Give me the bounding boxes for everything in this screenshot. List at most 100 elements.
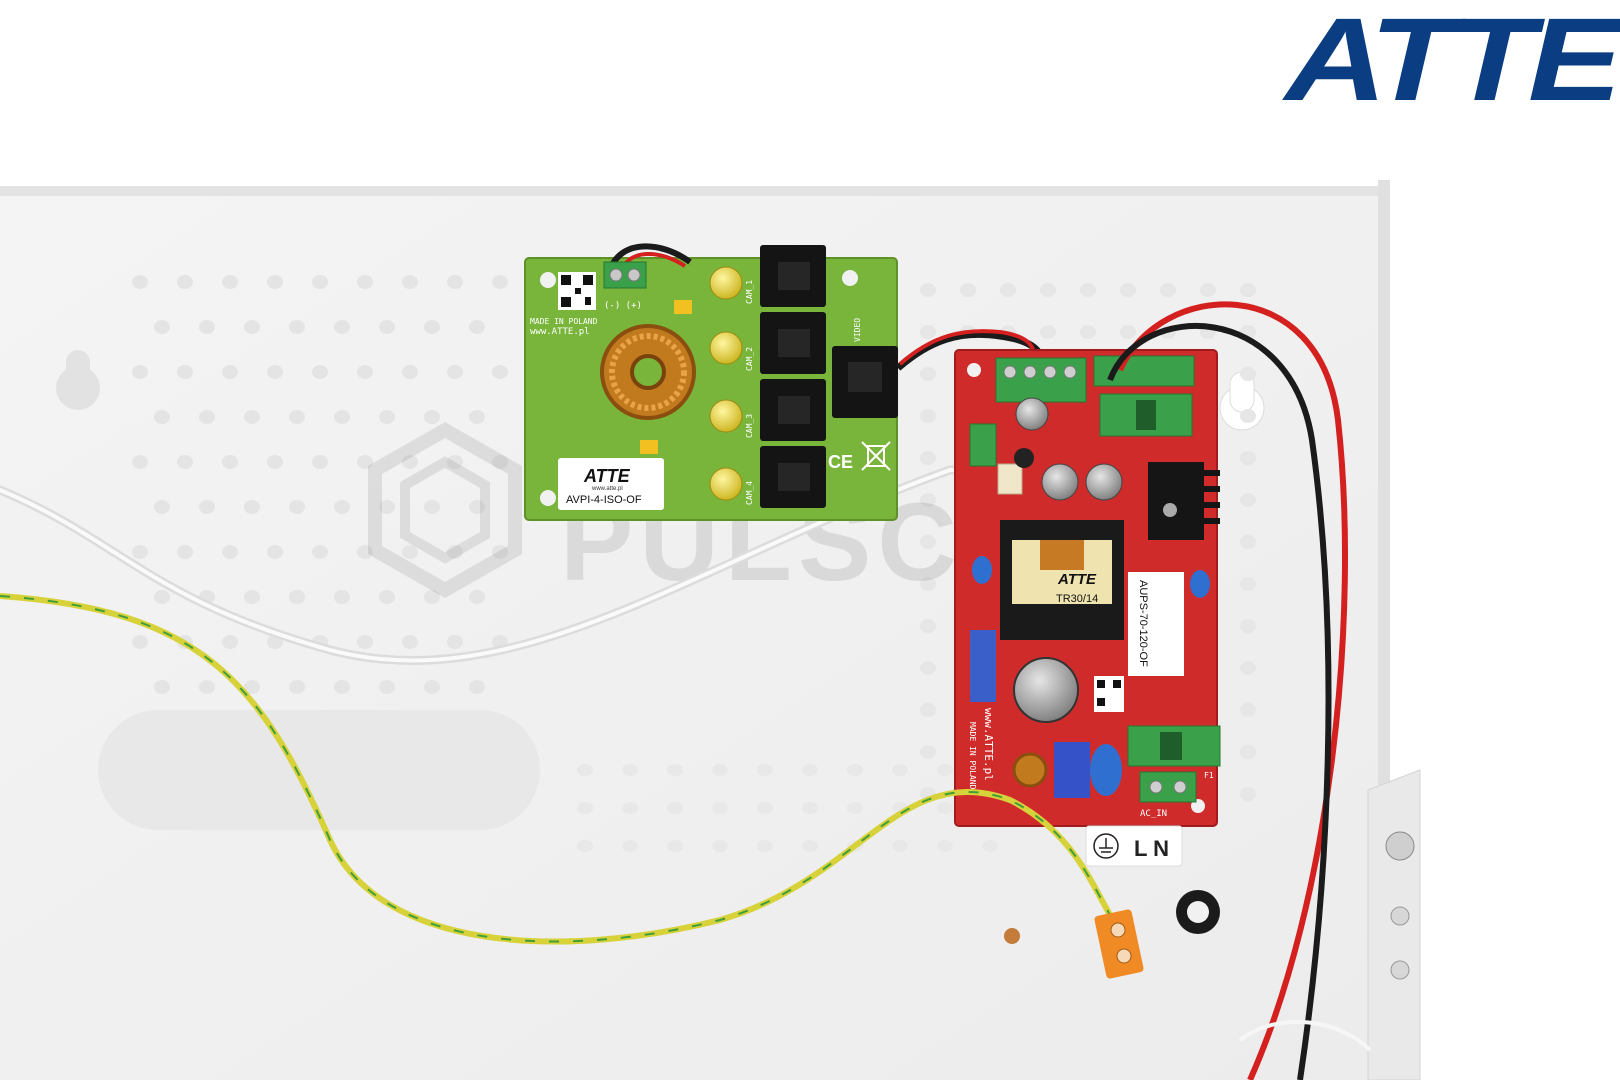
avpi-made-in: MADE IN POLAND [530, 317, 598, 326]
perforation-hole [1240, 283, 1256, 297]
perforation-hole [222, 455, 238, 469]
perforation-hole [1120, 283, 1136, 297]
perforation-hole [469, 320, 485, 334]
aups-model-label: AUPS-70-120-OF [1128, 572, 1184, 676]
perforation-hole [222, 365, 238, 379]
aups-web: www.ATTE.pl [982, 708, 995, 781]
cam-port-label-1: CAM_1 [745, 280, 754, 304]
perforation-hole [1240, 577, 1256, 591]
perforation-hole [334, 680, 350, 694]
perforation-hole [712, 802, 728, 814]
perforation-hole [154, 680, 170, 694]
power-wires [1107, 301, 1372, 1080]
perforation-hole [132, 635, 148, 649]
perforation-hole [920, 703, 936, 717]
perforation-hole [892, 764, 908, 776]
x-capacitor [970, 630, 996, 702]
perforation-hole [920, 451, 936, 465]
toroidal-inductor [600, 324, 696, 420]
perforation-hole [1240, 493, 1256, 507]
avpi-model: AVPI-4-ISO-OF [566, 494, 642, 506]
earth-connector [1094, 909, 1144, 979]
perforation-hole [267, 455, 283, 469]
perforation-hole [622, 802, 638, 814]
perforation-hole [757, 840, 773, 852]
aups-board: ATTE TR30/14 AUPS-70-120-OF www.ATTE.pl … [954, 349, 1221, 827]
perforation-hole [177, 545, 193, 559]
perforation-hole [1000, 283, 1016, 297]
perforation-hole [402, 635, 418, 649]
perforation-hole [312, 455, 328, 469]
perforation-hole [424, 680, 440, 694]
cam-port-label-2: CAM_2 [745, 347, 754, 371]
avpi-model-label: ATTE www.atte.pl AVPI-4-ISO-OF [558, 458, 664, 510]
perforation-hole [802, 764, 818, 776]
perforation-hole [379, 500, 395, 514]
perforation-hole [920, 283, 936, 297]
perforation-hole [402, 275, 418, 289]
perforation-hole [357, 545, 373, 559]
perforation-hole [154, 320, 170, 334]
perforation-hole [334, 410, 350, 424]
perforation-hole [1240, 367, 1256, 381]
perforation-hole [357, 365, 373, 379]
aups-made-in: MADE IN POLAND [968, 722, 977, 790]
perforation-hole [1040, 325, 1056, 339]
white-cable [0, 465, 1015, 665]
perforation-hole [1120, 325, 1136, 339]
perforation-hole [469, 410, 485, 424]
ac-in-terminal [1139, 771, 1197, 803]
perforation-hole [920, 367, 936, 381]
perforation-hole [289, 680, 305, 694]
perforation-hole [1240, 787, 1256, 801]
perforation-hole [577, 802, 593, 814]
mains-label-text: L N [1134, 836, 1169, 861]
perforation-hole [712, 764, 728, 776]
perforation-hole [622, 840, 638, 852]
perforation-hole [622, 764, 638, 776]
perforation-hole [244, 500, 260, 514]
ce-mark: CE [828, 452, 853, 472]
perforation-hole [424, 320, 440, 334]
perforation-hole [920, 493, 936, 507]
perforation-hole [334, 320, 350, 334]
perforation-hole [447, 545, 463, 559]
perforation-hole [1160, 283, 1176, 297]
perforation-hole [1240, 451, 1256, 465]
perforation-hole [177, 455, 193, 469]
qr-code [558, 272, 596, 310]
hardware [1004, 831, 1415, 980]
perforation-hole [847, 764, 863, 776]
perforation-hole [267, 275, 283, 289]
perforation-hole [937, 764, 953, 776]
perforation-hole [222, 275, 238, 289]
perforation-hole [312, 365, 328, 379]
perforation-hole [334, 590, 350, 604]
perforation-hole [357, 275, 373, 289]
perforation-hole [357, 455, 373, 469]
avpi-web: www.ATTE.pl [530, 327, 590, 337]
embossed-oval [98, 710, 540, 830]
perforation-hole [357, 635, 373, 649]
output-terminal [995, 357, 1087, 403]
perforation-hole [447, 275, 463, 289]
perforation-hole [447, 635, 463, 649]
perforation-hole [312, 275, 328, 289]
aups-model: AUPS-70-120-OF [1137, 580, 1149, 667]
perforation-hole [469, 500, 485, 514]
perforation-hole [577, 764, 593, 776]
perforation-hole [132, 455, 148, 469]
perforation-hole [847, 802, 863, 814]
perforation-hole [1040, 283, 1056, 297]
perforation-hole [892, 840, 908, 852]
cam-port-label-4: CAM_4 [745, 481, 754, 505]
perforation-hole [920, 409, 936, 423]
jst-connector [997, 463, 1023, 495]
perforation-hole [222, 545, 238, 559]
video-port-label: VIDEO [853, 318, 862, 342]
perforation-hole [920, 577, 936, 591]
perforation-hole [492, 275, 508, 289]
heatsink [1148, 462, 1220, 540]
aups-fuse-label: F1 [1204, 771, 1214, 780]
perforation-hole [267, 365, 283, 379]
